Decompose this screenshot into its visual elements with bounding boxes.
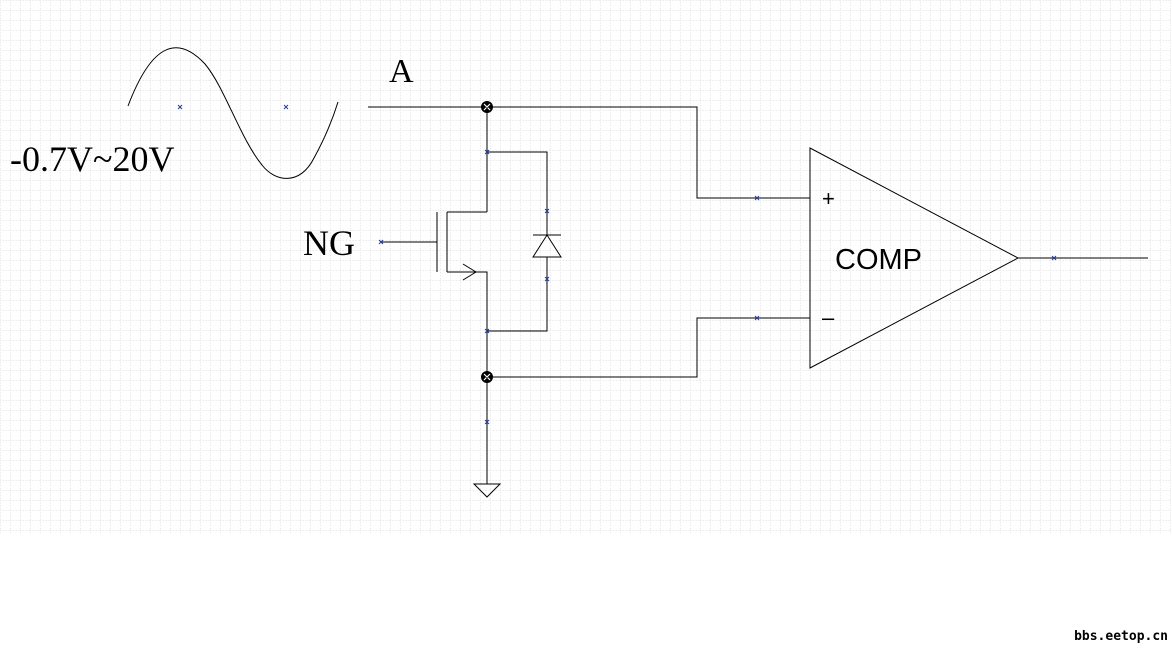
- comparator-label: COMP: [835, 244, 922, 276]
- diode-top-wire: [487, 151, 548, 235]
- pin-markers: [378, 149, 1057, 425]
- minus-input-wire: [487, 317, 810, 378]
- plus-input-wire: [487, 106, 810, 199]
- comparator-symbol: [809, 147, 1020, 369]
- grid-background: [0, 0, 1172, 533]
- nmos-transistor-symbol: [380, 211, 488, 377]
- node-a-label: A: [389, 53, 414, 90]
- sine-pin-markers: [177, 104, 289, 110]
- diode-symbol: [532, 234, 562, 258]
- plus-label: +: [822, 186, 835, 211]
- minus-label: –: [822, 305, 835, 330]
- ground-symbol: [472, 483, 502, 498]
- diode-bottom-wire: [487, 257, 548, 332]
- voltage-range-label: -0.7V~20V: [10, 139, 174, 179]
- gate-label: NG: [303, 223, 355, 263]
- sine-wave-symbol: [127, 47, 339, 179]
- watermark-text: bbs.eetop.cn: [1074, 629, 1168, 644]
